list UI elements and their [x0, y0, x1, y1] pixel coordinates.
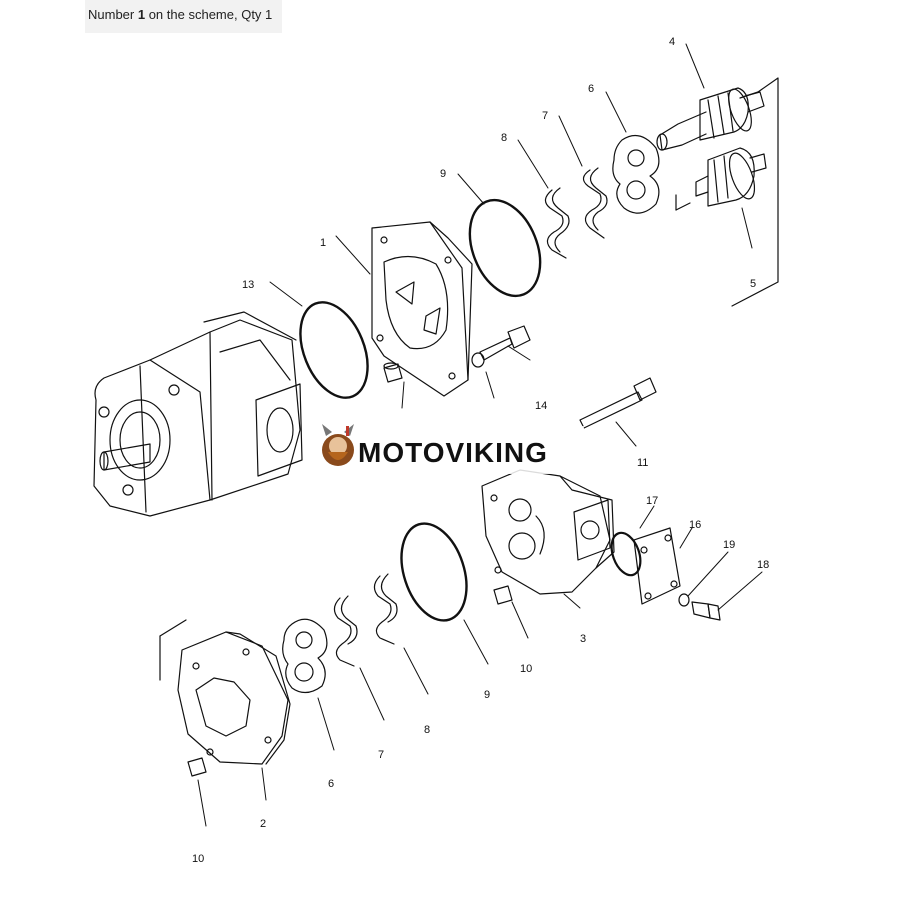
bushing-plate-lower: [282, 618, 328, 694]
callout-8: 8: [501, 132, 507, 144]
callout-8-lower: 8: [424, 724, 430, 736]
callout-6: 6: [588, 83, 594, 95]
gear-housing: [481, 469, 615, 595]
callout-labels: 4 6 7 8 9 1 13 5 14 11 17 16 19 18 3 10 …: [192, 36, 769, 865]
long-bolt-11: [579, 377, 657, 429]
callout-3: 3: [580, 633, 586, 645]
cover-plate-16: [633, 527, 681, 605]
o-ring-upper: [468, 198, 542, 298]
washer-19: [678, 593, 690, 607]
watermark: MOTOVIKING: [316, 424, 584, 474]
driven-gear: [695, 147, 767, 207]
caption-prefix: Number: [88, 7, 138, 22]
dowel-pin-upper: [383, 362, 403, 383]
callout-5: 5: [750, 278, 756, 290]
callout-6-lower: 6: [328, 778, 334, 790]
o-ring-13: [299, 301, 369, 399]
callout-11: 11: [637, 457, 648, 469]
o-ring-lower: [400, 522, 468, 622]
bolt-18: [691, 601, 721, 621]
callout-13: 13: [242, 279, 254, 291]
watermark-text: MOTOVIKING: [358, 437, 548, 468]
caption-suffix: on the scheme, Qty 1: [145, 7, 273, 22]
callout-7-lower: 7: [378, 749, 384, 761]
callout-7: 7: [542, 110, 548, 122]
cover-plate: [371, 221, 473, 397]
dowel-pin-middle: [493, 585, 513, 605]
callout-16: 16: [689, 519, 701, 531]
bushing-plate-upper: [612, 134, 660, 214]
caption-number: 1: [137, 7, 146, 22]
callout-9: 9: [440, 168, 446, 180]
callout-10-lower: 10: [192, 853, 204, 865]
dowel-pin-lower: [187, 757, 207, 777]
seal-clip-8-upper: [544, 187, 570, 259]
drive-shaft-gear: [656, 87, 765, 151]
callout-4: 4: [669, 36, 675, 48]
callout-18: 18: [757, 559, 769, 571]
scheme-caption: Number 1 on the scheme, Qty 1: [85, 0, 282, 33]
seal-clip-8-lower: [373, 573, 398, 645]
callout-1: 1: [320, 237, 326, 249]
bolt-14: [471, 325, 531, 368]
viking-mascot-logo: [322, 424, 354, 466]
callout-17: 17: [646, 495, 658, 507]
o-ring-17: [610, 531, 642, 577]
callout-9-lower: 9: [484, 689, 490, 701]
seal-clip-upper: [582, 167, 608, 239]
callout-19: 19: [723, 539, 735, 551]
callout-10: 10: [520, 663, 532, 675]
callout-14: 14: [535, 400, 547, 412]
flange-plate: [159, 619, 291, 765]
leader-lines: [197, 43, 763, 827]
callout-2: 2: [260, 818, 266, 830]
pump-body: [93, 311, 303, 517]
seal-clip-7-lower: [333, 595, 358, 667]
